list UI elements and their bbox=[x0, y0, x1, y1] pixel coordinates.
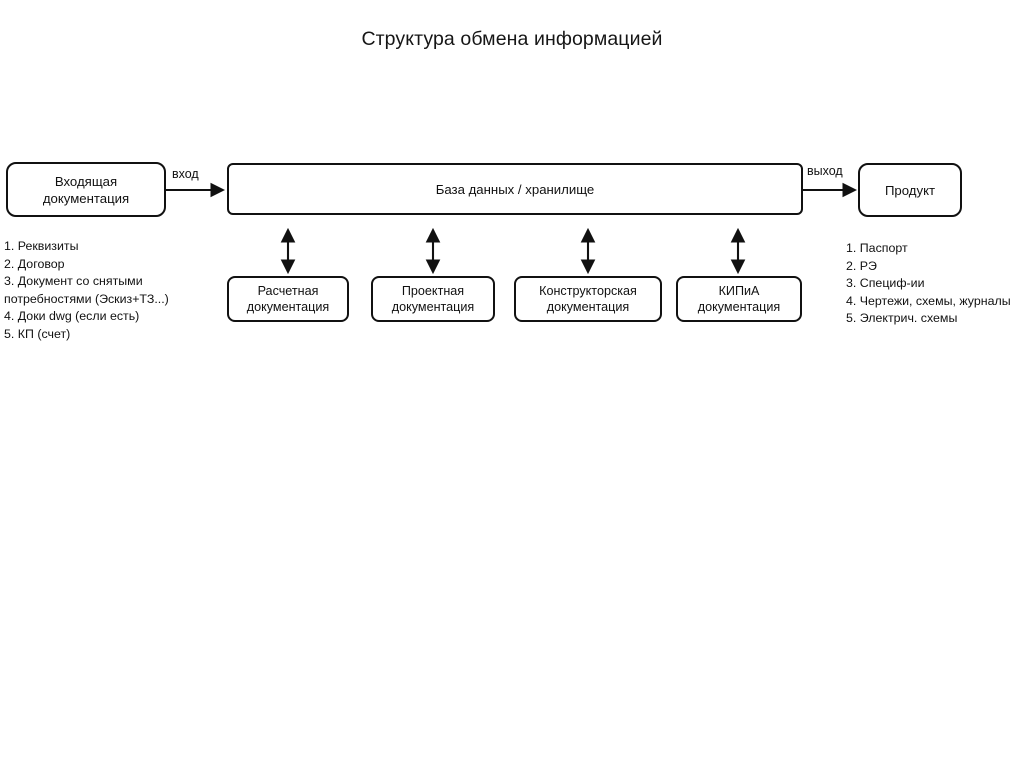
list-item: 2. Договор bbox=[4, 256, 65, 271]
edge-label-output: выход bbox=[807, 164, 843, 178]
list-product-items: 1. Паспорт 2. РЭ 3. Специф-ии 4. Чертежи… bbox=[846, 240, 1011, 328]
list-item: потребностями (Эскиз+ТЗ...) bbox=[4, 291, 169, 306]
node-doc-calculation-line-1: Расчетная bbox=[257, 284, 319, 298]
list-item: 2. РЭ bbox=[846, 258, 877, 273]
node-incoming-line-1: Входящая bbox=[54, 173, 118, 189]
diagram-title: Структура обмена информацией bbox=[361, 28, 663, 50]
node-incoming-documentation[interactable]: Входящая документация bbox=[6, 162, 166, 217]
node-doc-kipia-line-1: КИПиА bbox=[718, 284, 760, 298]
node-database[interactable]: База данных / хранилище bbox=[227, 163, 803, 215]
list-item: 3. Документ со снятыми bbox=[4, 274, 143, 289]
node-product-label: Продукт bbox=[884, 182, 936, 198]
node-doc-construction-line-1: Конструкторская bbox=[539, 284, 637, 298]
node-doc-kipia-line-2: документация bbox=[697, 300, 781, 314]
node-doc-design-line-2: документация bbox=[391, 300, 475, 314]
list-item: 5. КП (счет) bbox=[4, 326, 71, 341]
node-doc-design-line-1: Проектная bbox=[401, 284, 465, 298]
edge-label-input: вход bbox=[172, 167, 199, 181]
list-incoming-items: 1. Реквизиты 2. Договор 3. Документ со с… bbox=[4, 238, 169, 344]
node-doc-calculation-line-2: документация bbox=[246, 300, 330, 314]
node-product[interactable]: Продукт bbox=[858, 163, 962, 217]
list-item: 4. Доки dwg (если есть) bbox=[4, 309, 140, 324]
list-item: 5. Электрич. схемы bbox=[846, 311, 958, 326]
node-doc-kipia[interactable]: КИПиА документация bbox=[676, 276, 802, 322]
list-item: 3. Специф-ии bbox=[846, 276, 925, 291]
list-item: 1. Реквизиты bbox=[4, 239, 79, 253]
node-incoming-line-2: документация bbox=[42, 190, 130, 206]
node-database-label: База данных / хранилище bbox=[435, 181, 595, 197]
node-doc-calculation[interactable]: Расчетная документация bbox=[227, 276, 349, 322]
node-doc-construction[interactable]: Конструкторская документация bbox=[514, 276, 662, 322]
node-doc-construction-line-2: документация bbox=[546, 300, 630, 314]
node-doc-design[interactable]: Проектная документация bbox=[371, 276, 495, 322]
list-item: 1. Паспорт bbox=[846, 241, 908, 255]
list-item: 4. Чертежи, схемы, журналы bbox=[846, 293, 1011, 308]
